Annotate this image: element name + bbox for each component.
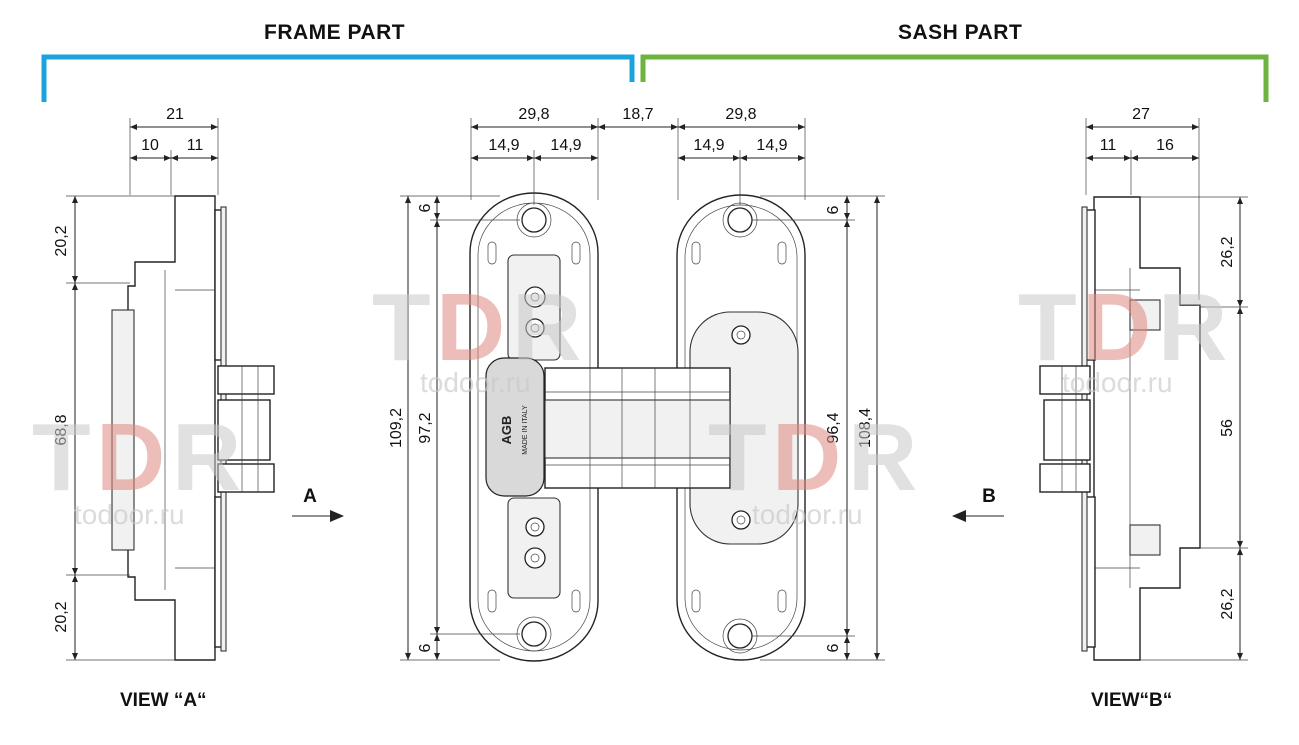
- frame-top-hole-offset: 6: [417, 203, 434, 212]
- frame-plate-drawing: AGB MADE IN ITALY: [469, 192, 599, 662]
- view-b-width-left: 11: [1100, 137, 1117, 154]
- plate-gap-width: 18,7: [622, 106, 653, 123]
- svg-text:todoor.ru: todoor.ru: [420, 367, 531, 398]
- svg-text:D: D: [772, 404, 841, 511]
- view-a-width-left: 10: [141, 137, 159, 154]
- svg-text:T: T: [708, 404, 767, 511]
- svg-text:R: R: [848, 404, 917, 511]
- view-a-width-right: 11: [187, 137, 204, 154]
- svg-text:R: R: [1158, 274, 1227, 381]
- view-b-middle-height: 56: [1219, 419, 1236, 437]
- frame-part-title: FRAME PART: [264, 21, 406, 44]
- sash-bottom-hole-offset: 6: [825, 643, 842, 652]
- svg-text:T: T: [32, 404, 91, 511]
- view-b-drawing: [1039, 196, 1201, 661]
- hinge-knuckle-body: [544, 367, 731, 489]
- view-a-label: VIEW “A“: [120, 690, 207, 711]
- sash-half-width-2: 14,9: [756, 137, 787, 154]
- frame-plate-width: 29,8: [518, 106, 549, 123]
- sash-top-hole-offset: 6: [825, 205, 842, 214]
- frame-part-bracket: [41, 54, 635, 102]
- watermark-center: T D R todoor.ru: [372, 274, 581, 398]
- view-a-arrow: A: [292, 486, 344, 522]
- sash-height-dimensions: 96,4 108,4 6 6: [752, 195, 885, 661]
- view-b-arrow: B: [952, 486, 1004, 522]
- view-a-total-width: 21: [166, 106, 184, 123]
- view-b-dimensions: 27 11 16 26,2 56 26,2: [1085, 106, 1248, 661]
- arrow-b-label: B: [982, 486, 996, 507]
- svg-text:D: D: [96, 404, 165, 511]
- sash-plate-width: 29,8: [725, 106, 756, 123]
- view-a-top-height: 20,2: [53, 225, 70, 256]
- origin-marking: MADE IN ITALY: [522, 405, 529, 455]
- sash-total-height: 108,4: [857, 408, 874, 448]
- view-b-bottom-height: 26,2: [1219, 588, 1236, 619]
- brand-marking: AGB: [499, 416, 514, 445]
- view-a-drawing: [111, 195, 275, 661]
- sash-part-title: SASH PART: [898, 21, 1023, 44]
- svg-text:todoor.ru: todoor.ru: [752, 499, 863, 530]
- view-b-total-width: 27: [1132, 106, 1150, 123]
- frame-height-dimensions: 109,2 97,2 6 6: [388, 195, 520, 661]
- svg-text:todoor.ru: todoor.ru: [1062, 367, 1173, 398]
- view-b-label: VIEW“B“: [1091, 690, 1173, 711]
- frame-hole-spacing: 97,2: [417, 412, 434, 443]
- svg-text:D: D: [436, 274, 505, 381]
- view-a-middle-height: 68,8: [53, 414, 70, 445]
- sash-half-width-1: 14,9: [693, 137, 724, 154]
- svg-text:R: R: [172, 404, 241, 511]
- svg-text:T: T: [1018, 274, 1077, 381]
- frame-total-height: 109,2: [388, 408, 405, 448]
- watermark-left: T D R todoor.ru: [32, 404, 241, 530]
- sash-part-bracket: [640, 54, 1269, 102]
- view-a-bottom-height: 20,2: [53, 601, 70, 632]
- frame-half-width-2: 14,9: [550, 137, 581, 154]
- frame-bottom-hole-offset: 6: [417, 643, 434, 652]
- svg-text:T: T: [372, 274, 431, 381]
- sash-hole-spacing: 96,4: [825, 412, 842, 443]
- view-b-top-height: 26,2: [1219, 236, 1236, 267]
- watermark-middle: T D R todoor.ru: [708, 404, 917, 530]
- watermark-right: T D R todoor.ru: [1018, 274, 1227, 398]
- frame-half-width-1: 14,9: [488, 137, 519, 154]
- view-a-dimensions: 21 10 11 20,2 68,8 20,2: [53, 106, 219, 661]
- svg-text:todoor.ru: todoor.ru: [74, 499, 185, 530]
- arrow-a-label: A: [303, 486, 317, 507]
- front-width-dimensions: 29,8 18,7 29,8 14,9 14,9 14,9 14,9: [470, 106, 806, 205]
- svg-text:R: R: [512, 274, 581, 381]
- svg-text:D: D: [1082, 274, 1151, 381]
- view-b-width-right: 16: [1156, 137, 1174, 154]
